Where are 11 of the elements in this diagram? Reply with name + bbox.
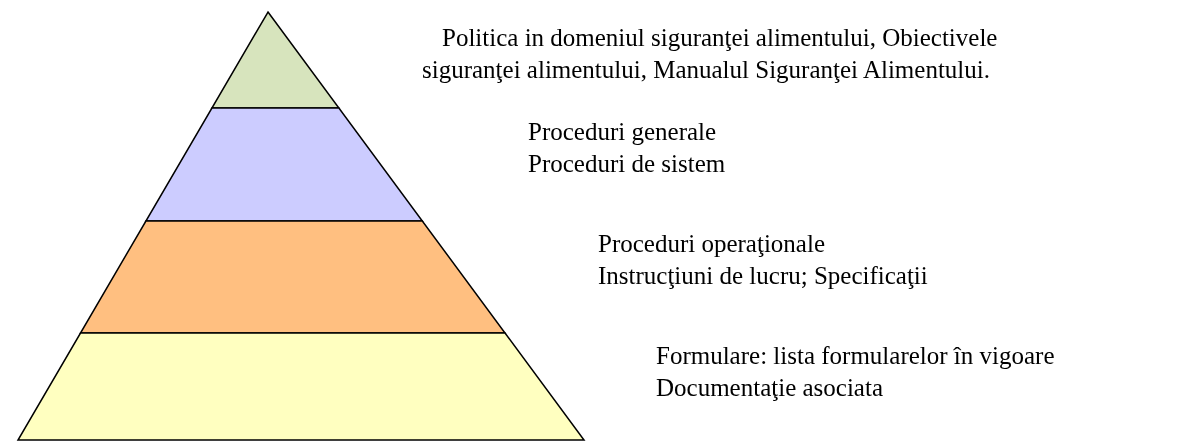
tier-description: Instrucţiuni de lucru; Specificaţii	[598, 261, 928, 291]
pyramid-tier	[16, 332, 586, 441]
tier-description: Formulare: lista formularelor în vigoare	[656, 341, 1055, 371]
pyramid-tier	[144, 107, 424, 222]
tier-description: Proceduri operaţionale	[598, 229, 826, 259]
tier-description: Proceduri generale	[528, 117, 718, 147]
tier-description: Documentaţie asociata	[656, 373, 884, 403]
top-pyramid-tier	[210, 10, 341, 109]
tier-description: Politica in domeniul siguranţei alimentului, Obiectivele siguranţei alimentului, Manualul Siguranţei Alimentului.	[422, 23, 999, 85]
pyramid-tier	[79, 220, 507, 334]
tier-description: Proceduri de sistem	[528, 149, 726, 179]
